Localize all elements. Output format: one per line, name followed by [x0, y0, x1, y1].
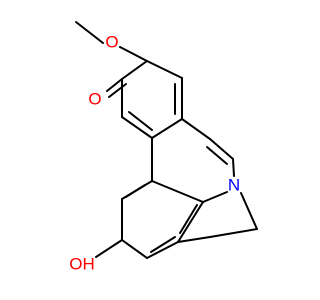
bond-c-c	[151, 118, 183, 139]
bond-c-c	[146, 241, 179, 259]
bond-c-c	[177, 201, 204, 243]
bond-double-inner	[125, 184, 146, 198]
bond-c-n	[232, 158, 235, 177]
bond-double-inner	[128, 111, 153, 131]
bond-double-inner	[150, 236, 176, 253]
bond-c-c	[121, 116, 153, 139]
bond-n-c	[202, 191, 228, 203]
bond-double-inner	[179, 204, 198, 234]
bond-ch2-c	[177, 236, 211, 243]
chemical-structure-diagram: O O N OH	[69, 21, 258, 274]
bond-c-c	[151, 180, 204, 203]
bond-methyl-oxygen	[75, 21, 104, 44]
nitrogen-label: N	[228, 176, 240, 195]
bond-c-c	[146, 60, 183, 79]
bond-double	[209, 138, 234, 160]
bond-c-c	[121, 60, 148, 80]
methoxy-oxygen-label: O	[105, 33, 118, 52]
ketone-oxygen-label: O	[88, 90, 101, 109]
bond-oxygen-ring	[119, 46, 148, 62]
bond-c-oh	[95, 239, 123, 258]
bond-n-ch2	[240, 192, 258, 230]
bond-ketone	[106, 78, 123, 92]
bond-c-c	[121, 239, 148, 259]
bond-double-inner	[206, 146, 228, 165]
hydroxyl-label: OH	[69, 255, 95, 274]
bond-c-c	[181, 118, 211, 140]
bond-ketone	[108, 83, 127, 98]
bond-ch2-ch2	[209, 228, 258, 238]
